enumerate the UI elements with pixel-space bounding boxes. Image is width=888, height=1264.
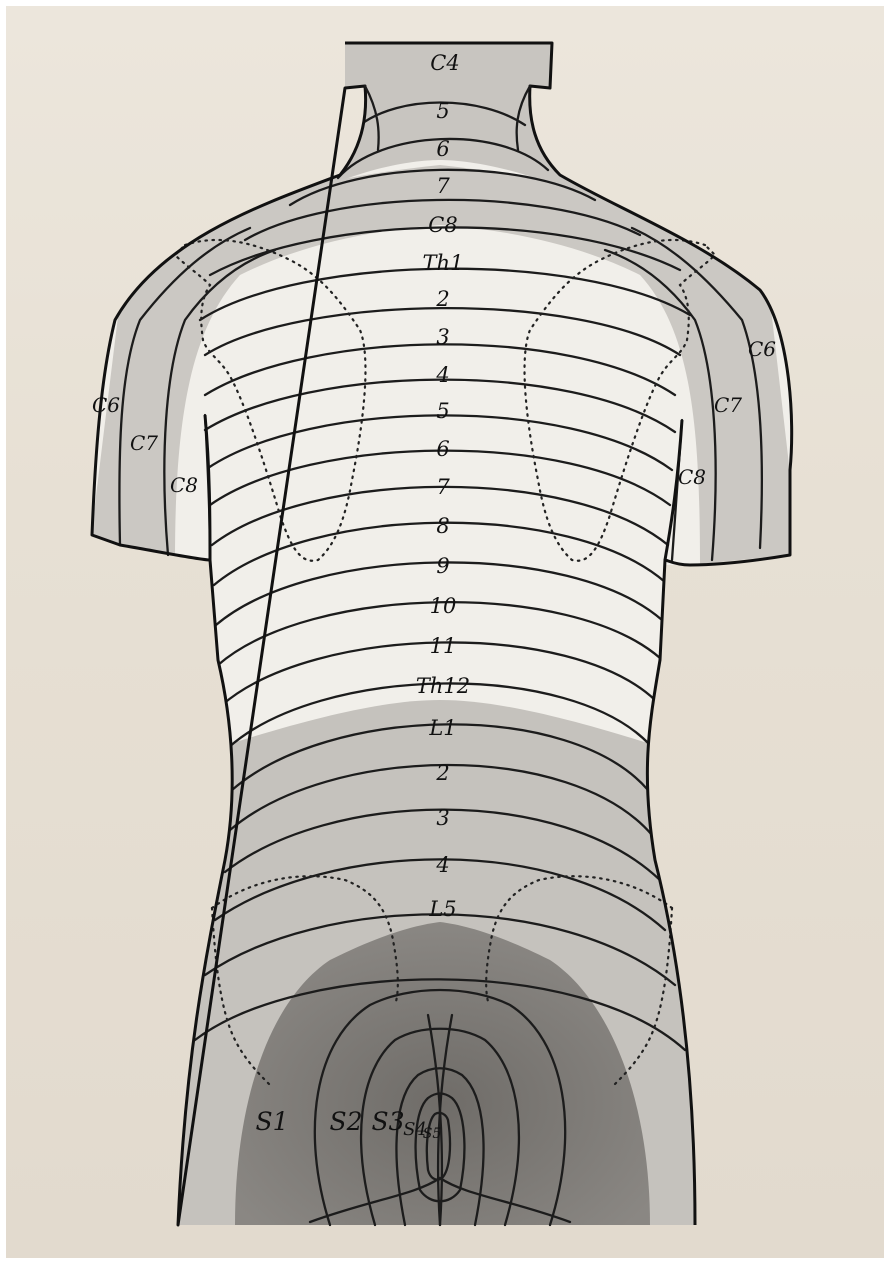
- label-right-c8: C8: [678, 465, 706, 489]
- label-th5: 5: [436, 399, 449, 423]
- label-th12: Th12: [416, 674, 470, 698]
- label-s1: S1: [255, 1107, 288, 1136]
- label-right-c6: C6: [748, 337, 776, 361]
- label-c6: 6: [436, 137, 449, 161]
- label-l3: 3: [436, 806, 449, 830]
- label-l5: L5: [428, 897, 456, 921]
- label-th4: 4: [435, 363, 449, 387]
- label-c8: C8: [428, 213, 457, 237]
- label-c4: C4: [430, 51, 459, 75]
- label-c5: 5: [436, 99, 449, 123]
- label-th10: 10: [430, 594, 457, 618]
- label-l4: 4: [435, 853, 449, 877]
- label-left-c8: C8: [170, 473, 198, 497]
- label-th6: 6: [436, 437, 449, 461]
- label-left-c7: C7: [130, 431, 158, 455]
- label-c7: 7: [436, 174, 450, 198]
- label-l1: L1: [428, 716, 456, 740]
- label-right-c7: C7: [714, 393, 742, 417]
- label-s3: S3: [371, 1107, 404, 1136]
- label-th2: 2: [435, 287, 449, 311]
- label-th8: 8: [436, 514, 449, 538]
- label-th3: 3: [436, 325, 449, 349]
- label-s2: S2: [329, 1107, 362, 1136]
- label-th1: Th1: [423, 251, 464, 275]
- label-th11: 11: [430, 634, 457, 658]
- label-l2: 2: [435, 761, 449, 785]
- label-th9: 9: [436, 554, 449, 578]
- label-s5: S5: [423, 1126, 442, 1142]
- label-th7: 7: [436, 475, 450, 499]
- label-left-c6: C6: [92, 393, 120, 417]
